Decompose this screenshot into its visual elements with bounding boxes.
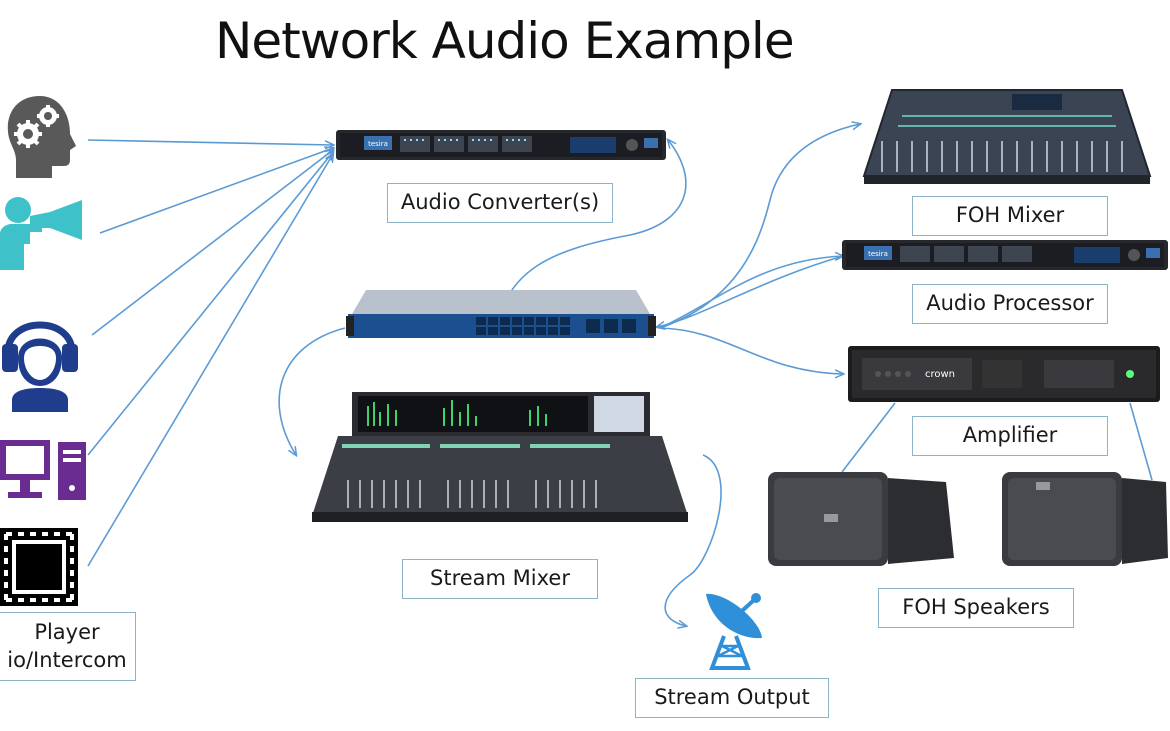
page-title: Network Audio Example	[215, 12, 795, 70]
converter-brand: tesira	[368, 140, 388, 148]
computer-icon	[0, 440, 86, 500]
label-stream-output: Stream Output	[635, 678, 829, 718]
network-switch-device	[346, 290, 656, 338]
megaphone-person-icon	[0, 197, 82, 270]
label-amplifier: Amplifier	[912, 416, 1108, 456]
stream-mixer-device	[312, 392, 688, 522]
amplifier-device: crown	[848, 346, 1160, 402]
satellite-dish-icon	[706, 593, 762, 670]
headphones-person-icon	[2, 321, 78, 412]
amp-brand: crown	[925, 369, 955, 380]
label-player-line1: Player	[34, 620, 100, 645]
label-player-intercom: Player io/Intercom	[0, 612, 136, 681]
connector-headphones-to-converter	[91, 150, 333, 336]
label-foh-speakers: FOH Speakers	[878, 588, 1074, 628]
connector-chip-to-converter	[87, 154, 333, 567]
audio-processor-device: tesira	[842, 240, 1168, 270]
connector-megaphone-to-converter	[99, 148, 333, 234]
connector-amp-to-speaker-left	[841, 402, 896, 473]
connector-computer-to-converter	[87, 152, 333, 456]
connector-switch-to-foh-mixer	[659, 124, 860, 329]
connector-head-to-converter	[87, 139, 333, 145]
processor-brand: tesira	[868, 250, 888, 258]
connector-switch-to-stream-mixer	[278, 327, 346, 455]
audio-converter-device: tesira	[336, 130, 666, 160]
connector-amp-to-speaker-right	[1129, 402, 1153, 481]
label-player-line2: io/Intercom	[7, 647, 127, 672]
connector-processor-to-switch	[657, 255, 844, 327]
label-foh-mixer: FOH Mixer	[912, 196, 1108, 236]
connector-switch-to-converter	[494, 140, 687, 337]
label-audio-processor: Audio Processor	[912, 284, 1108, 324]
foh-mixer-device	[862, 89, 1152, 184]
head-gears-icon	[7, 96, 76, 178]
foh-speaker-left	[768, 472, 954, 566]
label-stream-mixer: Stream Mixer	[402, 559, 598, 599]
connector-switch-to-amplifier	[659, 327, 843, 374]
connector-stream-mixer-to-output	[664, 454, 722, 626]
chip-icon	[0, 528, 78, 606]
foh-speaker-right	[1002, 472, 1168, 566]
label-audio-converters: Audio Converter(s)	[387, 183, 613, 223]
connector-switch-to-processor	[659, 256, 843, 329]
